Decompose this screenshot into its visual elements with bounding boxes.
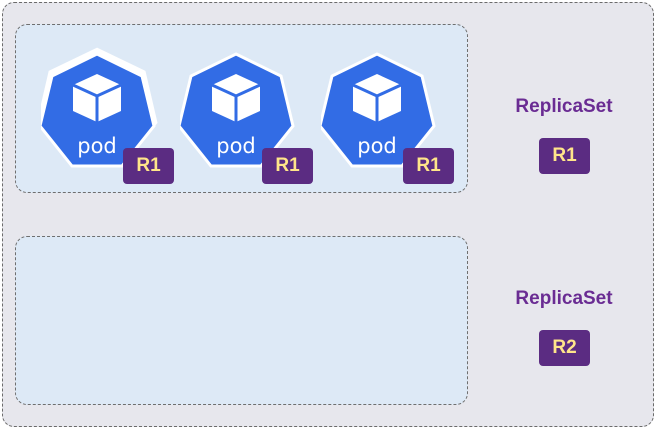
- replicaset-r2-title: ReplicaSet: [515, 288, 613, 309]
- cube-icon: [72, 74, 122, 122]
- pod-replicaset-badge: R1: [403, 148, 454, 184]
- replicaset-r2-badge: R2: [539, 330, 590, 366]
- pod-replicaset-badge: R1: [123, 148, 174, 184]
- kubernetes-pod-icon: [41, 47, 158, 168]
- kubernetes-pod-icon: [180, 52, 295, 168]
- replicaset-r1-title: ReplicaSet: [515, 96, 613, 117]
- cube-icon: [352, 74, 402, 122]
- replicaset-r2-container: [15, 236, 468, 405]
- kubernetes-pod-icon: [321, 52, 436, 168]
- cube-icon: [211, 74, 261, 122]
- replicaset-r1-badge: R1: [539, 138, 590, 174]
- pod-2: pod R1: [180, 42, 313, 184]
- pod-1: pod R1: [41, 42, 174, 184]
- pod-3: pod R1: [321, 42, 454, 184]
- pod-label: pod: [77, 134, 117, 158]
- pod-label: pod: [357, 134, 397, 158]
- pod-label: pod: [216, 134, 256, 158]
- pod-replicaset-badge: R1: [262, 148, 313, 184]
